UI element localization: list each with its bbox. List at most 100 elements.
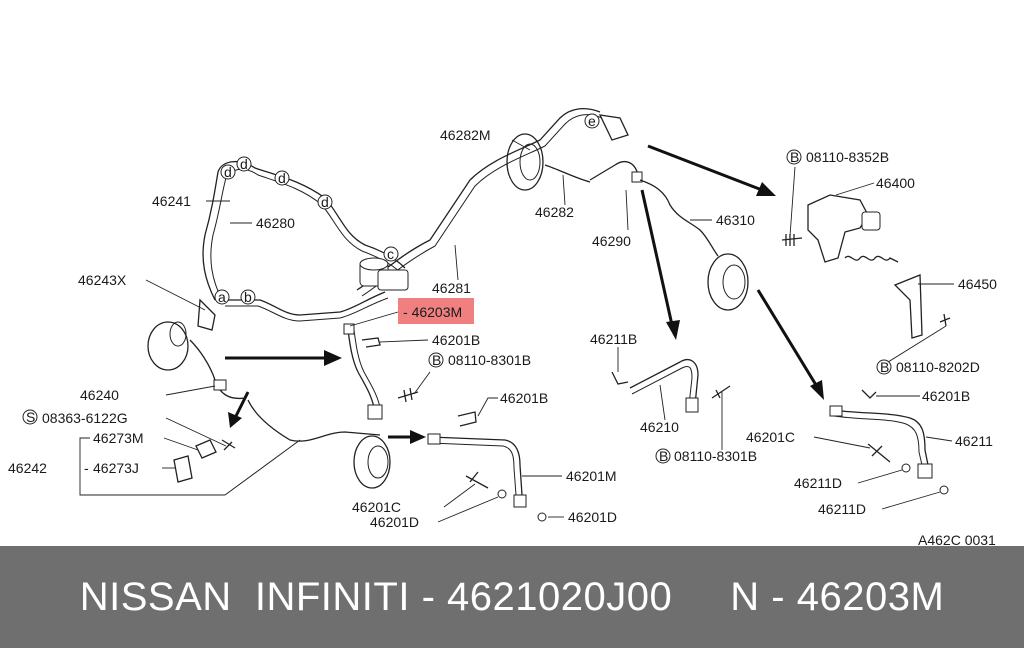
clip-46211B — [611, 371, 629, 385]
bracket-46450 — [893, 274, 923, 339]
arrow-to-46400 — [647, 144, 763, 192]
bolt-symbol-8301B-b-text: B — [659, 448, 668, 464]
label-46282M: 46282M — [440, 127, 491, 143]
arrow-to-46211-head — [810, 380, 824, 400]
washer-46201D-a — [497, 489, 507, 499]
washer-46211D-a — [901, 463, 911, 473]
arrow-to-46211 — [756, 289, 818, 386]
bolt-08363-6122G — [221, 439, 236, 451]
leader-46201D-a — [437, 496, 499, 523]
callout-d3 — [274, 170, 290, 186]
brake-disc-left — [147, 321, 189, 371]
bolt-08110-8352B — [781, 234, 803, 246]
label-46201B-a: 46201B — [432, 332, 480, 348]
bolt-symbol-8202D — [876, 359, 892, 375]
leader-46201B-b — [477, 397, 498, 417]
callout-e-text: e — [588, 113, 596, 129]
label-46211D-a: 46211D — [794, 475, 842, 491]
label-46201B-c: 46201B — [922, 388, 970, 404]
pipe-46241-parallel — [210, 168, 402, 301]
bolt-symbol-8301B-b — [655, 448, 671, 464]
highlight-box — [398, 298, 474, 324]
label-46201M: 46201M — [566, 468, 617, 484]
valve-46400-port — [861, 211, 881, 231]
label-46240: 46240 — [80, 387, 119, 403]
leader-46201C-a — [443, 483, 476, 508]
leader-46210 — [659, 384, 666, 421]
fitting-46290 — [631, 171, 643, 183]
fitting-46203M-top — [343, 323, 355, 335]
pipe-46241 — [202, 161, 406, 301]
leader-46282M — [511, 139, 531, 151]
callout-d1 — [220, 164, 236, 180]
bolt-symbol-8352B-text: B — [790, 149, 799, 165]
arrow-to-46201M-head — [410, 430, 426, 444]
screw-symbol-6122G — [22, 409, 38, 425]
bolt-08110-8202D — [939, 313, 951, 327]
leader-08110-8301B-a — [413, 371, 431, 395]
brake-disc-bottom-inner — [367, 445, 389, 479]
label-46203M-value: 46203M — [412, 304, 463, 320]
label-46273M: 46273M — [93, 430, 144, 446]
screw-symbol-6122G-text: S — [26, 409, 35, 425]
label-08110-8352B: 08110-8352B — [806, 149, 889, 165]
label-46282: 46282 — [535, 204, 574, 220]
leader-08110-8352B — [789, 166, 796, 237]
leader-46201B-a — [379, 339, 429, 343]
arrow-down-left-head — [228, 412, 242, 428]
pipe-46242-lower — [224, 439, 301, 496]
callout-b-text: b — [244, 289, 252, 305]
leader-46203M — [349, 311, 399, 327]
washer-46201D-b — [537, 512, 547, 522]
fitting-46201M-top — [427, 433, 441, 445]
label-46273J: 46273J — [93, 460, 139, 476]
clip-46201B-b — [457, 411, 477, 427]
pipe-46242 — [247, 399, 381, 442]
callout-d4-text: d — [321, 194, 329, 210]
leader-46243X — [145, 279, 206, 311]
label-46211B: 46211B — [590, 331, 637, 347]
label-46201C-b: 46201C — [746, 429, 795, 445]
pipe-46282 — [544, 164, 591, 183]
label-46201B-b: 46201B — [500, 390, 548, 406]
hose-46201M — [429, 436, 523, 496]
connector-46273J — [173, 455, 193, 483]
label-46241: 46241 — [152, 193, 191, 209]
label-46211: 46211 — [955, 433, 993, 449]
label-46201D-b: 46201D — [568, 509, 617, 525]
arrow-to-46210-head — [666, 320, 680, 340]
clip-46201B-a — [361, 337, 381, 348]
arrow-down-left — [234, 391, 250, 417]
leader-46242-bracket — [79, 437, 225, 496]
hose-46201M-parallel — [429, 442, 517, 496]
brake-disc-right — [707, 253, 749, 311]
hose-46210 — [629, 359, 699, 406]
bolt-symbol-8301B-a-text: B — [432, 352, 441, 368]
part-number-text: NISSAN INFINITI - 4621020J00 N - 46203M — [79, 574, 945, 619]
label-46201D-a: 46201D — [370, 514, 419, 530]
leader-08110-8202D — [879, 325, 947, 368]
leader-46400 — [835, 182, 875, 196]
callout-a — [214, 289, 230, 305]
leader-46290 — [625, 189, 629, 231]
pipe-46203M — [347, 329, 376, 413]
hose-46310 — [639, 179, 719, 257]
parts-diagram: d d d d c a b e — [8, 107, 998, 546]
label-46203M: - 46203M — [403, 304, 462, 320]
leader-46282 — [562, 174, 566, 206]
valve-46400 — [807, 194, 869, 263]
bolt-46201C-a — [465, 471, 489, 489]
pipe-46203M-parallel — [353, 329, 382, 413]
brake-disc-bottom — [353, 435, 391, 489]
fitting-46240 — [213, 379, 227, 391]
leader-46281 — [454, 244, 459, 281]
fitting-46201M-bottom — [513, 494, 527, 508]
label-46201C-a: 46201C — [352, 499, 401, 515]
leader-08363 — [165, 417, 227, 447]
pipe-46280-parallel — [225, 297, 389, 322]
bracket-e — [598, 114, 629, 141]
leader-46211D-b — [881, 491, 941, 510]
fitting-46210 — [685, 397, 699, 413]
bolt-08110-8301B-b — [711, 385, 731, 399]
callout-a-text: a — [218, 289, 226, 305]
